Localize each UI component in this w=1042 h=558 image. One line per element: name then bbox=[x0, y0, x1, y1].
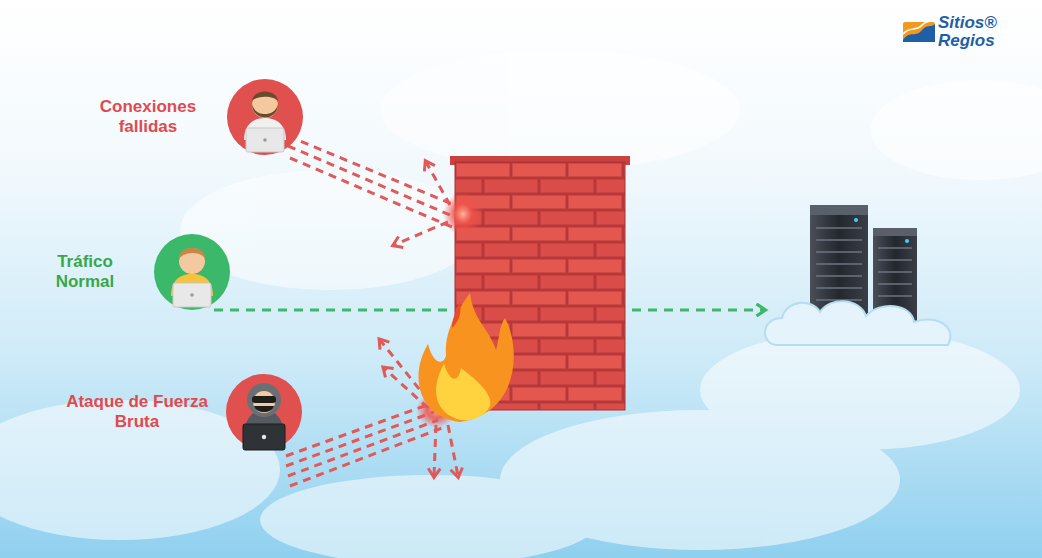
failed-connection-arrows bbox=[288, 136, 452, 245]
logo-icon bbox=[903, 20, 935, 42]
normal-traffic-arrow bbox=[214, 309, 764, 312]
brute-force-arrows bbox=[286, 340, 458, 486]
impact-glow bbox=[416, 392, 456, 428]
impact-glow bbox=[443, 192, 483, 236]
node-label: Ataque de Fuerza Bruta bbox=[62, 392, 212, 433]
user-figure bbox=[171, 248, 213, 307]
node-label: Tráfico Normal bbox=[30, 252, 140, 293]
server bbox=[810, 205, 917, 335]
hacker-figure bbox=[243, 383, 285, 450]
server-cloud bbox=[765, 301, 950, 345]
brick-wall bbox=[450, 156, 630, 410]
failed-connection-user: Conexiones fallidas bbox=[227, 79, 303, 155]
normal-traffic-user: Tráfico Normal bbox=[154, 234, 230, 310]
brute-force-attacker: Ataque de Fuerza Bruta bbox=[226, 374, 302, 450]
background-clouds bbox=[0, 50, 1042, 558]
logo-text: Regios bbox=[938, 32, 995, 49]
fire bbox=[418, 293, 513, 422]
user-figure bbox=[244, 92, 286, 153]
node-label: Conexiones fallidas bbox=[83, 97, 213, 138]
logo-text: Sitios® bbox=[938, 14, 997, 31]
